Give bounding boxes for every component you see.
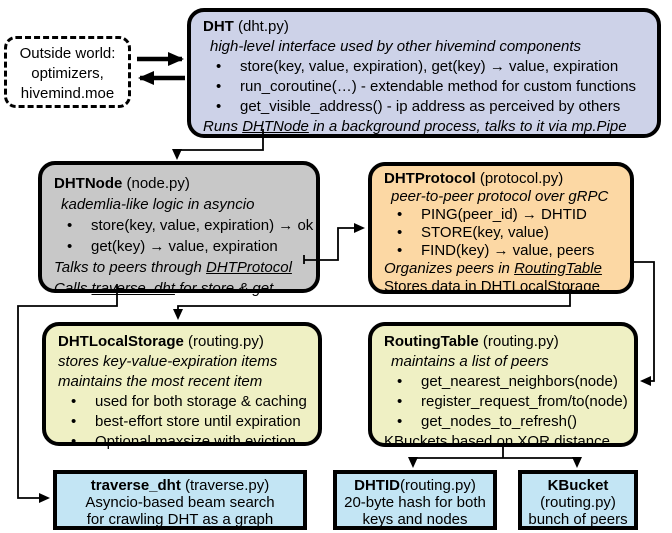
dhtid-title: DHTID(routing.py) — [337, 477, 493, 494]
dhtlocalstorage-subtitle-2: maintains the most recent item — [58, 373, 263, 390]
dhtprotocol-subtitle: peer-to-peer protocol over gRPC — [391, 188, 609, 205]
dhtnode-subtitle: kademlia-like logic in asyncio — [61, 196, 255, 213]
dhtid-class-name: DHTID — [354, 477, 400, 494]
dhtlocalstorage-bullet-1: used for both storage & caching — [58, 392, 314, 412]
dhtnode-box: DHTNode (node.py) kademlia-like logic in… — [38, 161, 320, 297]
dhtprotocol-link-routingtable: RoutingTable — [514, 260, 602, 277]
dht-subtitle: high-level interface used by other hivem… — [210, 38, 582, 55]
kbucket-file-name: (routing.py) — [540, 494, 616, 511]
dhtlocalstorage-file-name: (routing.py) — [183, 333, 264, 350]
dhtnode-talks-prefix: Talks to peers through — [54, 259, 207, 276]
traverse-dht-func-name: traverse_dht — [90, 477, 181, 494]
dhtprotocol-bullet-1: PING(peer_id) → DHTID — [384, 206, 626, 224]
routingtable-file-name: (routing.py) — [478, 333, 559, 350]
kbucket-title: KBucket — [522, 477, 634, 494]
routingtable-subtitle: maintains a list of peers — [391, 353, 549, 370]
dht-title: DHT (dht.py) — [203, 17, 653, 37]
routingtable-bullet-3: get_nodes_to_refresh() — [384, 412, 630, 432]
dhtid-file-name: (routing.py) — [399, 477, 476, 494]
dhtlocalstorage-title: DHTLocalStorage (routing.py) — [58, 332, 314, 352]
dht-file-name: (dht.py) — [233, 18, 289, 35]
dhtlocalstorage-box: DHTLocalStorage (routing.py) stores key-… — [42, 322, 322, 452]
routingtable-bullet-1: get_nearest_neighbors(node) — [384, 372, 630, 392]
dhtid-box: DHTID(routing.py) 20-byte hash for both … — [333, 470, 497, 530]
dht-bullet-3: get_visible_address() - ip address as pe… — [203, 97, 653, 117]
routingtable-footer: KBuckets based on XOR distance — [384, 433, 610, 450]
routingtable-title: RoutingTable (routing.py) — [384, 332, 630, 352]
dhtprotocol-class-name: DHTProtocol — [384, 170, 476, 187]
outside-world-line-1: Outside world: — [19, 45, 116, 62]
dht-bullet-1: store(key, value, expiration), get(key) … — [203, 57, 653, 77]
dhtnode-class-name: DHTNode — [54, 175, 123, 192]
traverse-dht-line-2: for crawling DHT as a graph — [86, 511, 274, 528]
traverse-dht-title: traverse_dht (traverse.py) — [57, 477, 303, 494]
dhtnode-talks-line: Talks to peers through DHTProtocol — [54, 257, 312, 278]
dhtnode-bullet-2: get(key) → value, expiration — [54, 236, 312, 257]
traverse-dht-line-1: Asyncio-based beam search — [85, 494, 275, 511]
dhtnode-title: DHTNode (node.py) — [54, 173, 312, 194]
dhtprotocol-box: DHTProtocol (protocol.py) peer-to-peer p… — [368, 162, 634, 296]
dht-footer-prefix: Runs — [203, 118, 243, 135]
dhtprotocol-bullet-2: STORE(key, value) — [384, 224, 626, 242]
dhtprotocol-title: DHTProtocol (protocol.py) — [384, 170, 626, 188]
kbucket-line-1: bunch of peers — [528, 511, 628, 528]
routingtable-class-name: RoutingTable — [384, 333, 479, 350]
dhtprotocol-stores-line: Stores data in DHTLocalStorage — [384, 278, 626, 296]
dhtid-line-2: keys and nodes — [362, 511, 468, 528]
dhtprotocol-organizes-prefix: Organizes peers in — [384, 260, 515, 277]
outside-world-box: Outside world: optimizers, hivemind.moe — [4, 36, 131, 108]
dhtprotocol-link-localstorage: LocalStorage — [511, 278, 600, 295]
dhtnode-file-name: (node.py) — [122, 175, 190, 192]
dhtnode-calls-suffix: for store & get — [174, 280, 274, 297]
dhtprotocol-file-name: (protocol.py) — [475, 170, 564, 187]
dhtprotocol-organizes-line: Organizes peers in RoutingTable — [384, 260, 626, 278]
dhtprotocol-bullet-3: FIND(key) → value, peers — [384, 242, 626, 260]
kbucket-box: KBucket (routing.py) bunch of peers — [518, 470, 638, 530]
dhtnode-link-traverse-dht: traverse_dht — [91, 280, 175, 297]
routingtable-box: RoutingTable (routing.py) maintains a li… — [368, 322, 638, 450]
dht-footer-suffix: in a background process, talks to it via… — [308, 118, 627, 135]
dht-bullet-2: run_coroutine(…) - extendable method for… — [203, 77, 653, 97]
dhtlocalstorage-subtitle-1: stores key-value-expiration items — [58, 353, 278, 370]
dhtid-line-1: 20-byte hash for both — [344, 494, 486, 511]
outside-world-line-3: hivemind.moe — [20, 85, 115, 102]
routingtable-bullet-2: register_request_from/to(node) — [384, 392, 630, 412]
traverse-dht-file-name: (traverse.py) — [180, 477, 270, 494]
dhtlocalstorage-bullet-2: best-effort store until expiration — [58, 412, 314, 432]
kbucket-class-name: KBucket — [547, 477, 609, 494]
dht-class-name: DHT — [203, 18, 234, 35]
traverse-dht-box: traverse_dht (traverse.py) Asyncio-based… — [53, 470, 307, 530]
dht-footer: Runs DHTNode in a background process, ta… — [203, 117, 653, 137]
outside-world-line-2: optimizers, — [31, 65, 104, 82]
dhtprotocol-stores-prefix: Stores data in DHT — [384, 278, 512, 295]
dhtnode-calls-prefix: Calls — [54, 280, 92, 297]
dhtlocalstorage-class-name: DHTLocalStorage — [58, 333, 184, 350]
dht-footer-link-dhtnode: DHTNode — [242, 118, 309, 135]
dhtnode-calls-line: Calls traverse_dht for store & get — [54, 278, 312, 299]
dhtnode-bullet-1: store(key, value, expiration) → ok — [54, 215, 313, 236]
dhtlocalstorage-bullet-3: Optional maxsize with eviction — [58, 432, 314, 452]
dht-box: DHT (dht.py) high-level interface used b… — [187, 8, 661, 138]
dhtnode-link-dhtprotocol: DHTProtocol — [206, 259, 292, 276]
